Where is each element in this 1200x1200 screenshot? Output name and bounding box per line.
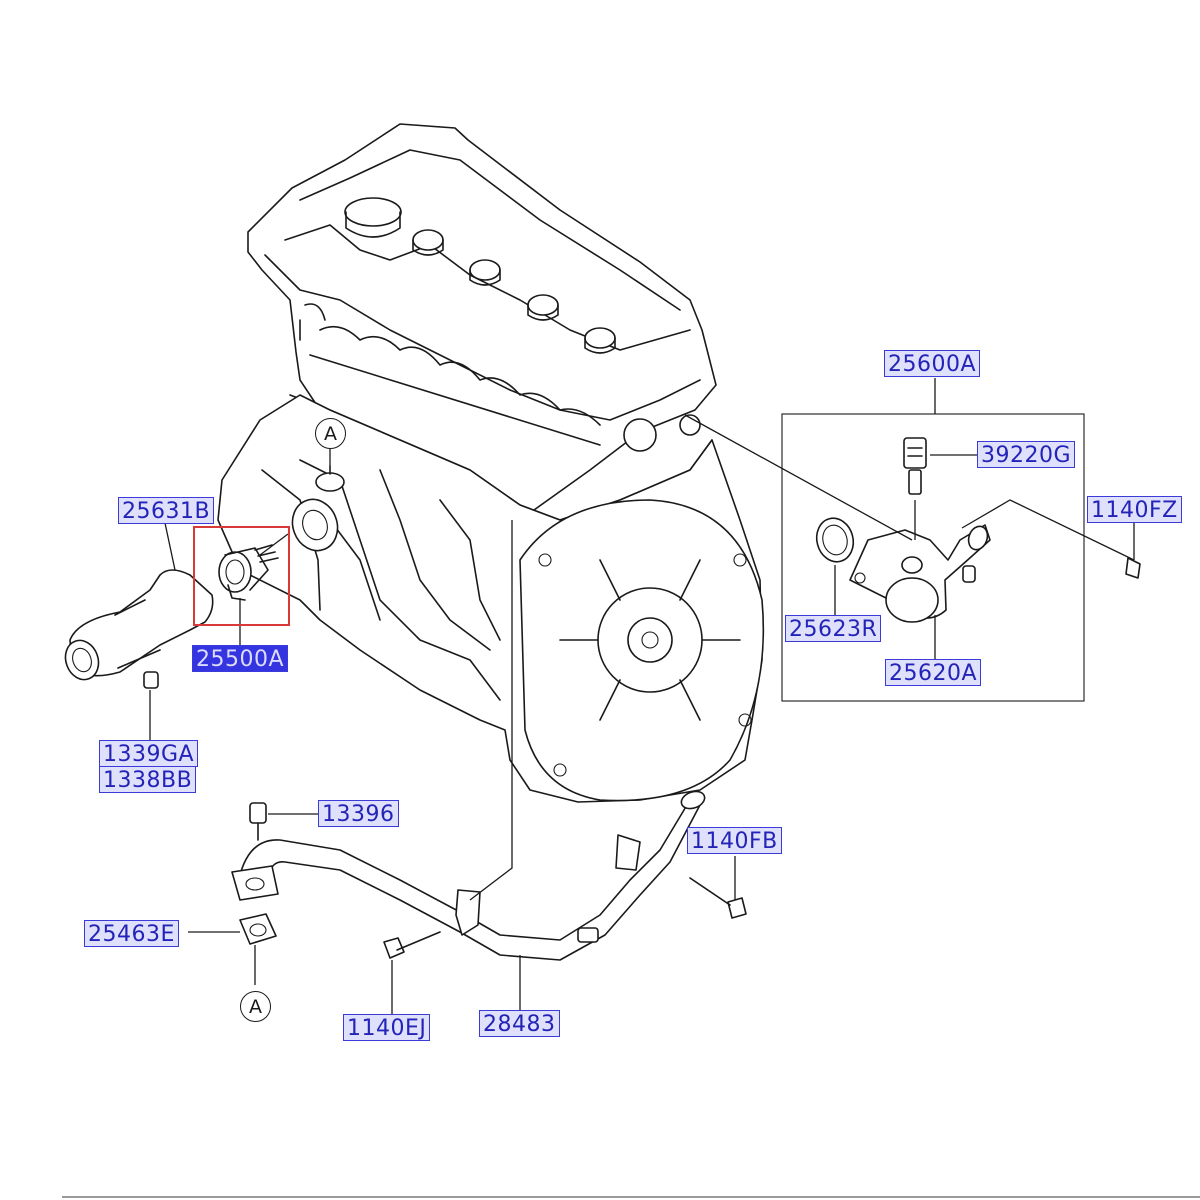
bottom-divider bbox=[62, 1196, 1200, 1198]
callout-1339GA[interactable]: 1339GA bbox=[99, 740, 199, 767]
reference-marker-a-top: A bbox=[315, 418, 346, 449]
outlet-housing-assembly-drawing bbox=[781, 413, 1141, 702]
callout-1140FZ[interactable]: 1140FZ bbox=[1087, 496, 1182, 523]
callout-28483[interactable]: 28483 bbox=[479, 1010, 560, 1037]
callout-25600A[interactable]: 25600A bbox=[884, 350, 981, 377]
callout-39220G[interactable]: 39220G bbox=[977, 441, 1076, 468]
callout-13396[interactable]: 13396 bbox=[318, 800, 399, 827]
reference-marker-a-bottom: A bbox=[240, 991, 271, 1022]
callout-1140EJ[interactable]: 1140EJ bbox=[343, 1014, 431, 1041]
selected-part-highlight bbox=[193, 526, 290, 626]
engine-block-drawing bbox=[217, 123, 765, 803]
callout-25620A[interactable]: 25620A bbox=[885, 659, 982, 686]
callout-25500A-selected[interactable]: 25500A bbox=[192, 645, 289, 672]
leader-lines bbox=[149, 378, 1135, 1014]
callout-25463E[interactable]: 25463E bbox=[84, 920, 179, 947]
water-pipe-drawing bbox=[231, 790, 747, 961]
callout-1140FB[interactable]: 1140FB bbox=[687, 827, 782, 854]
callout-25631B[interactable]: 25631B bbox=[118, 497, 215, 524]
callout-1338BB[interactable]: 1338BB bbox=[99, 766, 197, 793]
callout-25623R[interactable]: 25623R bbox=[785, 615, 882, 642]
water-inlet-fitting-drawing bbox=[64, 569, 214, 689]
thermostat-drawing bbox=[218, 544, 279, 601]
